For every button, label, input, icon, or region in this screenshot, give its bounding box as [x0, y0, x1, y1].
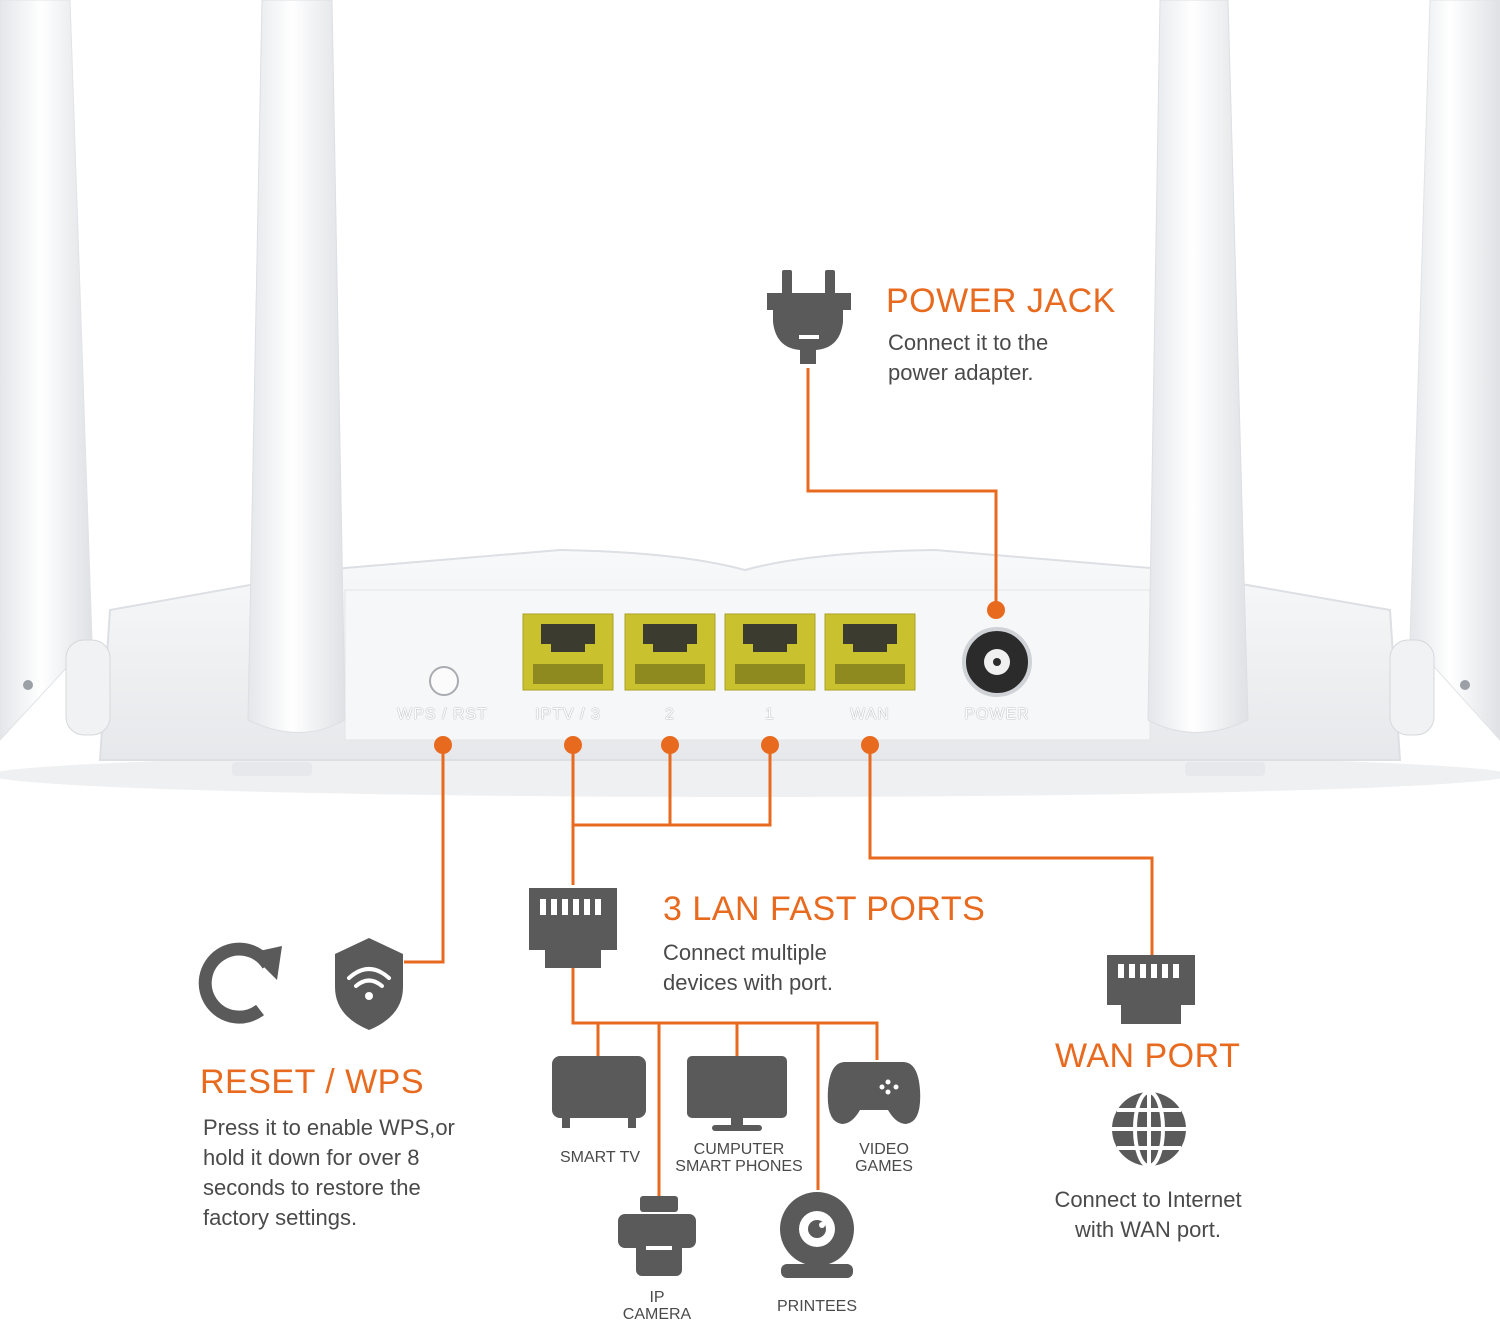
power-plug-icon [767, 270, 851, 364]
device-smart-tv-line1: SMART TV [559, 1149, 641, 1166]
wan-desc-line2: with WAN port. [1075, 1217, 1221, 1242]
lan-desc: Connect multiple devices with port. [663, 938, 833, 998]
power-jack-desc: Connect it to the power adapter. [888, 328, 1048, 388]
lan-desc-line1: Connect multiple [663, 940, 827, 965]
lan-port-iptv-3[interactable] [522, 613, 614, 691]
tv-icon [552, 1056, 646, 1128]
port-label-iptv: IPTV / 3 [535, 706, 601, 723]
port-label-2: 2 [665, 706, 675, 723]
wan-desc-line1: Connect to Internet [1054, 1187, 1242, 1212]
antenna-left [247, 0, 346, 733]
port-label-wan: WAN [850, 706, 890, 723]
device-printees-line1: PRINTEES [776, 1298, 857, 1315]
reset-desc-line1: Press it to enable WPS,or [203, 1115, 455, 1140]
reset-desc-line4: factory settings. [203, 1205, 358, 1230]
power-jack-title: POWER JACK [886, 282, 1116, 320]
wan-port[interactable] [824, 613, 916, 691]
device-label-computer: CUMPUTER SMART PHONES [664, 1141, 814, 1175]
router-shadow [0, 753, 1500, 797]
device-label-smart-tv: SMART TV [545, 1149, 655, 1166]
lan-desc-line2: devices with port. [663, 970, 833, 995]
wan-title: WAN PORT [1055, 1037, 1241, 1075]
globe-icon [1112, 1090, 1186, 1168]
power-jack[interactable] [962, 627, 1032, 697]
wps-reset-button[interactable] [429, 666, 459, 696]
wan-desc: Connect to Internet with WAN port. [1020, 1185, 1276, 1245]
ethernet-port-icon [529, 888, 617, 968]
port-label-wps: WPS / RST [397, 706, 488, 723]
antenna-far-right [1409, 0, 1500, 741]
device-games-line1: VIDEO [859, 1141, 909, 1158]
port-label-power: POWER [964, 706, 1030, 723]
reset-title: RESET / WPS [200, 1063, 425, 1101]
reset-desc-line2: hold it down for over 8 [203, 1145, 420, 1170]
reset-desc-line3: seconds to restore the [203, 1175, 421, 1200]
wifi-shield-icon [335, 938, 403, 1030]
power-jack-desc-line1: Connect it to the [888, 330, 1049, 355]
device-label-games: VIDEO GAMES [834, 1141, 934, 1175]
reset-desc: Press it to enable WPS,or hold it down f… [203, 1113, 455, 1233]
power-jack-desc-line2: power adapter. [888, 360, 1034, 385]
device-computer-line1: CUMPUTER [693, 1141, 785, 1158]
connector-dots [434, 601, 1005, 754]
lan-port-2[interactable] [624, 613, 716, 691]
device-computer-line2: SMART PHONES [675, 1158, 803, 1175]
webcam-icon [780, 1192, 854, 1278]
device-ip-camera-line1: IP [649, 1289, 665, 1306]
monitor-icon [687, 1056, 787, 1131]
antenna-right [1147, 0, 1249, 733]
printer-icon [618, 1196, 696, 1276]
lan-title: 3 LAN FAST PORTS [663, 890, 986, 928]
connector-lines [404, 368, 1154, 1196]
port-label-1: 1 [765, 706, 775, 723]
device-label-printees: PRINTEES [762, 1298, 872, 1315]
device-ip-camera-line2: CAMERA [622, 1306, 692, 1323]
device-label-ip-camera: IP CAMERA [605, 1289, 709, 1323]
gamepad-icon [827, 1062, 921, 1124]
reset-arrow-icon [198, 942, 282, 1024]
lan-port-1[interactable] [724, 613, 816, 691]
device-games-line2: GAMES [855, 1158, 913, 1175]
antenna-far-left [0, 0, 93, 741]
wan-ethernet-icon [1107, 955, 1195, 1024]
